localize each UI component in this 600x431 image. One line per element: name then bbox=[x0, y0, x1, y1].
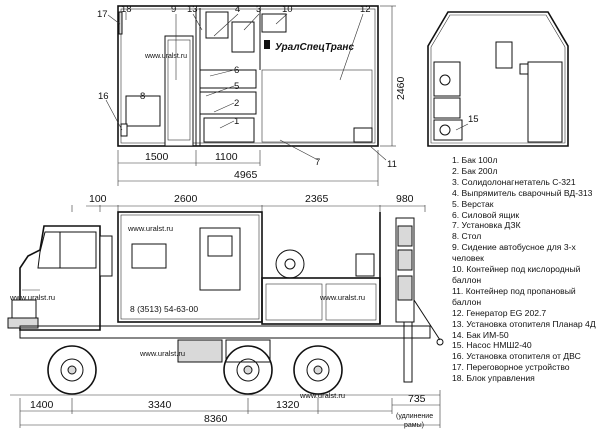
legend-item: 5. Верстак bbox=[452, 198, 494, 209]
dim-4965: 4965 bbox=[234, 169, 258, 181]
dim-3340: 3340 bbox=[148, 399, 172, 411]
legend-item: 15. Насос НМШ2-40 bbox=[452, 340, 532, 351]
callout-12: 12 bbox=[360, 4, 371, 15]
cable-reel bbox=[275, 249, 305, 279]
legend-item: 16. Установка отопителя от ДВС bbox=[452, 351, 581, 362]
end-view: 15 bbox=[427, 11, 569, 147]
dim-100: 100 bbox=[89, 193, 107, 205]
legend-item: 2. Бак 200л bbox=[452, 165, 498, 176]
legend-item: 17. Переговорное устройство bbox=[452, 362, 570, 373]
callout-6: 6 bbox=[234, 65, 239, 76]
oxygen-container bbox=[261, 13, 287, 33]
callout-17: 17 bbox=[97, 9, 108, 20]
legend-item: 4. Выпрямитель сварочный ВД-313 bbox=[452, 187, 593, 198]
front-wheel bbox=[47, 345, 97, 395]
dim-2460: 2460 bbox=[395, 76, 407, 100]
phone-text: 8 (3513) 54-63-00 bbox=[130, 304, 198, 314]
rear-wheel-2 bbox=[293, 345, 343, 395]
dim-2600: 2600 bbox=[174, 193, 198, 205]
side-view: 100 2600 2365 980 8 (3513) 54-63-00 bbox=[7, 193, 444, 429]
top-view: УралСпецТранс www.uralst.ru 17 18 9 13 4… bbox=[97, 4, 407, 186]
callout-4: 4 bbox=[235, 4, 240, 15]
grease-pump bbox=[231, 21, 255, 53]
table bbox=[125, 95, 161, 127]
dim-2365: 2365 bbox=[305, 193, 329, 205]
frame-extension-note-2: рамы) bbox=[404, 422, 424, 429]
plan-callouts: 17 18 9 13 4 3 10 12 16 8 6 5 2 1 7 11 bbox=[97, 4, 397, 170]
callout-16: 16 bbox=[98, 91, 109, 102]
legend-item: 1. Бак 100л bbox=[452, 155, 498, 165]
brand-logo-text: УралСпецТранс bbox=[275, 42, 354, 53]
dim-1100: 1100 bbox=[215, 151, 238, 163]
dim-8360: 8360 bbox=[204, 413, 228, 425]
site-text-platform: www.uralst.ru bbox=[319, 293, 365, 302]
legend-item: 11. Контейнер под пропановый баллон bbox=[452, 285, 576, 307]
side-window-1 bbox=[131, 243, 167, 269]
end-view-outline bbox=[427, 11, 569, 147]
callout-10: 10 bbox=[282, 4, 293, 15]
callout-18: 18 bbox=[121, 4, 132, 15]
legend-item: 18. Блок управления bbox=[452, 373, 535, 384]
site-text-chassis: www.uralst.ru bbox=[139, 349, 185, 358]
legend-item: 3. Солидолонагнетатель С-321 bbox=[452, 176, 576, 187]
callout-5: 5 bbox=[234, 81, 239, 92]
welding-rectifier bbox=[205, 11, 229, 39]
callout-11: 11 bbox=[387, 159, 397, 170]
legend-item: 7. Установка ДЗК bbox=[452, 220, 521, 231]
callout-13: 13 bbox=[187, 4, 198, 15]
dim-1400: 1400 bbox=[30, 399, 54, 411]
callout-7: 7 bbox=[315, 157, 320, 168]
site-text-cab: www.uralst.ru bbox=[9, 293, 55, 302]
site-text-plan: www.uralst.ru bbox=[144, 53, 187, 60]
bus-seat bbox=[164, 35, 194, 147]
dim-1500: 1500 bbox=[145, 151, 169, 163]
wheels bbox=[47, 345, 343, 395]
legend-item: 6. Силовой ящик bbox=[452, 209, 520, 220]
site-text-wheels: www.uralst.ru bbox=[299, 391, 345, 400]
callout-1: 1 bbox=[234, 116, 239, 127]
legend-item: 9. Сидение автобусное для 3-х человек bbox=[452, 242, 576, 264]
callout-9: 9 bbox=[171, 4, 176, 15]
dim-980: 980 bbox=[396, 193, 414, 205]
callout-15: 15 bbox=[468, 114, 479, 125]
workbench bbox=[199, 69, 257, 89]
site-text-body: www.uralst.ru bbox=[127, 224, 173, 233]
truck-cab bbox=[19, 225, 101, 331]
legend-item: 8. Стол bbox=[452, 231, 482, 242]
legend-item: 12. Генератор EG 202.7 bbox=[452, 307, 547, 318]
callout-3: 3 bbox=[256, 4, 261, 15]
rear-wheel-1 bbox=[223, 345, 273, 395]
callout-8: 8 bbox=[140, 91, 145, 102]
body-outline-plan bbox=[117, 5, 379, 147]
dim-1320: 1320 bbox=[276, 399, 300, 411]
legend-item: 10. Контейнер под кислородный баллон bbox=[452, 264, 581, 285]
callout-2: 2 bbox=[234, 98, 239, 109]
frame-extension-note-1: (удлинение bbox=[396, 413, 433, 420]
legend: 1. Бак 100л 2. Бак 200л 3. Солидолонагне… bbox=[452, 155, 598, 384]
legend-item: 13. Установка отопителя Планар 4Д bbox=[452, 318, 596, 329]
power-box bbox=[199, 91, 257, 115]
dim-735: 735 bbox=[408, 393, 426, 405]
propane-container bbox=[355, 253, 375, 277]
van-body bbox=[117, 211, 263, 323]
legend-item: 14. Бак ИМ-50 bbox=[452, 329, 509, 340]
tank-200 bbox=[203, 117, 255, 143]
